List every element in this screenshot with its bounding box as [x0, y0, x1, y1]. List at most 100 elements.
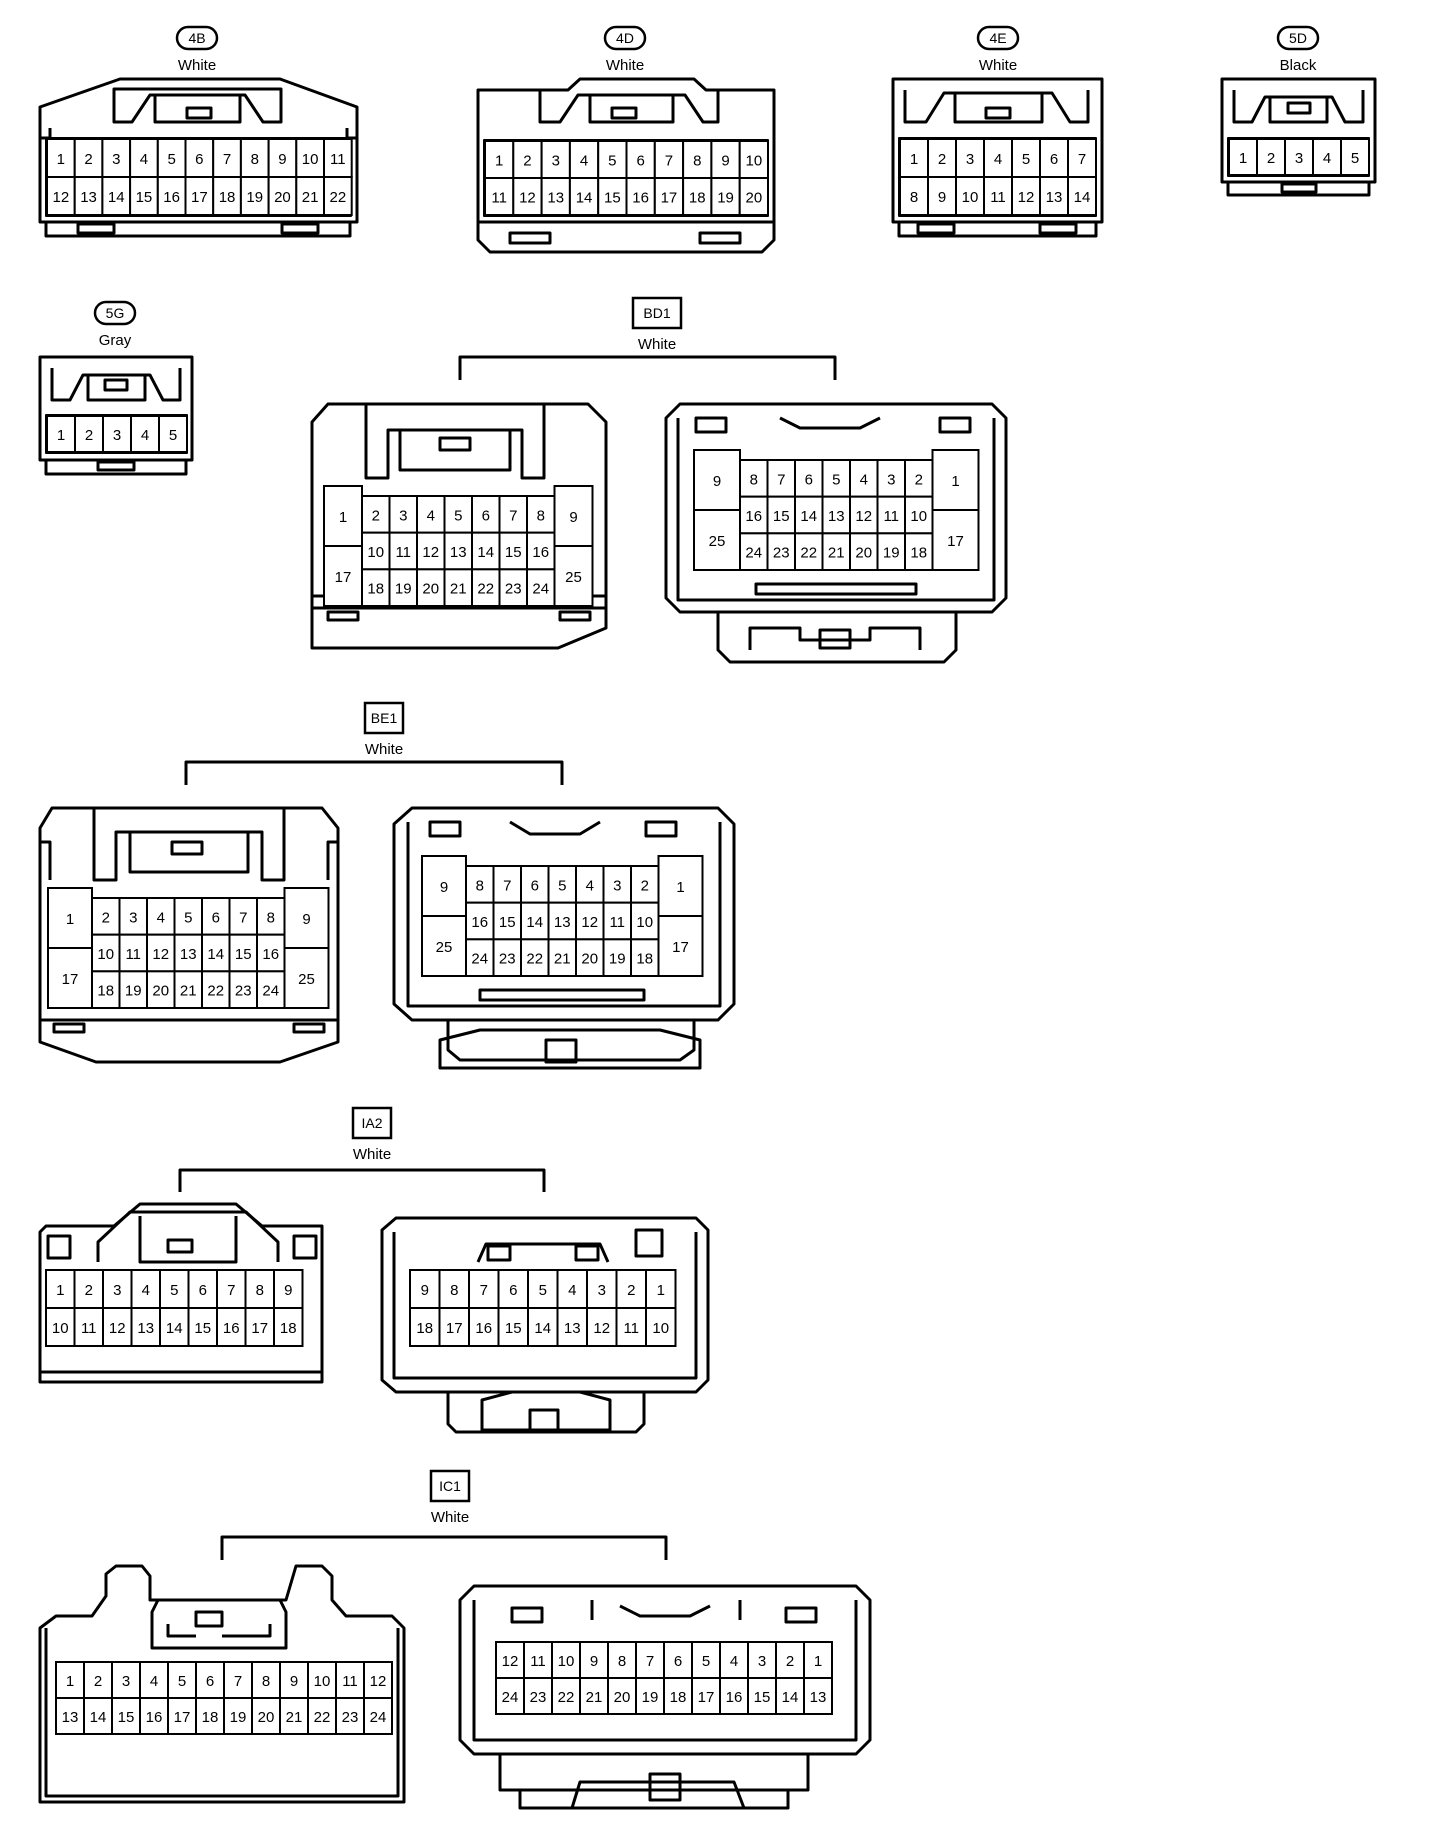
pin-number: 13 [180, 946, 197, 963]
pin-number: 20 [422, 581, 439, 598]
pin-cell: 13 [540, 177, 571, 216]
pin-cell: 13 [821, 495, 851, 535]
pin-number: 5 [832, 471, 840, 488]
pin-number: 14 [526, 914, 543, 931]
pin-number: 23 [505, 581, 522, 598]
pin-number: 11 [530, 1653, 546, 1670]
pin-cell: 6 [663, 1641, 693, 1679]
pin-cell: 15 [498, 531, 528, 571]
pin-number: 18 [416, 1320, 433, 1337]
pin-cell: 11 [73, 1307, 104, 1347]
pin-number: 8 [693, 153, 701, 170]
pin-number: 17 [251, 1320, 268, 1337]
pin-number: 2 [938, 151, 946, 168]
pin-number: 22 [800, 545, 817, 562]
pin-number: 13 [828, 508, 845, 525]
pin-cell: 2 [73, 138, 104, 178]
pin-number: 19 [609, 951, 626, 968]
pin-number: 16 [223, 1320, 240, 1337]
pin-number: 9 [302, 911, 310, 928]
pin-cell: 20 [607, 1677, 637, 1715]
pin-number: 9 [278, 151, 286, 168]
pin-cell: 24 [256, 970, 286, 1009]
pin-number: 1 [66, 1673, 74, 1690]
pin-cell: 3 [111, 1661, 141, 1699]
pin-number: 2 [915, 471, 923, 488]
pin-number: 3 [113, 427, 121, 444]
pin-cell: 16 [719, 1677, 749, 1715]
pin-cell: 3 [602, 865, 632, 904]
pin-cell: 8 [256, 897, 286, 936]
pin-cell: 11 [484, 177, 515, 216]
pin-number: 24 [532, 581, 549, 598]
pin-number: 15 [754, 1689, 771, 1706]
pin-number: 18 [219, 189, 236, 206]
pin-number: 5 [167, 151, 175, 168]
pin-number: 11 [81, 1320, 97, 1337]
pin-number: 1 [910, 151, 918, 168]
pin-number: 1 [339, 509, 347, 526]
pin-cell: 12 [46, 176, 76, 216]
pin-number: 5 [1022, 151, 1030, 168]
pin-number: 4 [157, 909, 165, 926]
pin-cell: 21 [173, 970, 203, 1009]
pin-cell: 16 [465, 901, 495, 941]
pin-cell: 15 [228, 933, 258, 973]
pin-number: 19 [717, 190, 734, 207]
pin-number: 2 [84, 151, 92, 168]
pin-number: 15 [499, 914, 516, 931]
pin-cell: 7 [653, 140, 685, 179]
pin-cell: 25 [283, 947, 330, 1009]
pin-cell: 4 [556, 1269, 588, 1309]
pin-cell: 21 [547, 938, 577, 977]
pin-number: 9 [721, 153, 729, 170]
pin-cell: 21 [821, 532, 851, 571]
pin-number: 15 [773, 508, 790, 525]
pin-number: 20 [258, 1709, 275, 1726]
pin-number: 10 [52, 1320, 69, 1337]
pin-number: 12 [581, 914, 598, 931]
pin-number: 13 [62, 1709, 79, 1726]
pin-cell: 14 [794, 495, 824, 535]
pin-cell: 3 [388, 495, 418, 534]
pin-number: 14 [782, 1689, 799, 1706]
pin-cell: 9 [693, 449, 741, 511]
pin-cell: 15 [747, 1677, 777, 1715]
pin-number: 20 [614, 1689, 631, 1706]
pin-number: 1 [57, 151, 65, 168]
pin-cell: 19 [388, 568, 418, 607]
pin-cell: 16 [739, 495, 769, 535]
pin-number: 7 [646, 1653, 654, 1670]
pin-number: 25 [436, 939, 453, 956]
pin-cell: 7 [498, 495, 528, 534]
pin-cell: 17 [244, 1307, 275, 1347]
pin-number: 4 [142, 1282, 150, 1299]
pin-number: 10 [558, 1653, 575, 1670]
pin-cell: 4 [1312, 138, 1342, 176]
pin-cell: 17 [691, 1677, 721, 1715]
pin-cell: 14 [775, 1677, 805, 1715]
pin-cell: 13 [1039, 176, 1069, 216]
pin-cell: 12 [586, 1307, 618, 1347]
pin-cell: 5 [158, 415, 188, 453]
pin-number: 8 [267, 909, 275, 926]
pin-cell: 16 [256, 933, 286, 973]
pin-number: 20 [855, 545, 872, 562]
pin-number: 22 [558, 1689, 575, 1706]
pin-cell: 22 [323, 176, 353, 216]
pin-cell: 8 [438, 1269, 470, 1309]
pin-cell: 11 [876, 495, 906, 535]
pin-cell: 6 [1039, 138, 1069, 178]
pin-cell: 4 [983, 138, 1013, 178]
pin-cell: 15 [597, 177, 628, 216]
pin-number: 19 [883, 545, 900, 562]
pin-cell: 13 [130, 1307, 161, 1347]
pin-number: 1 [57, 427, 65, 444]
pin-cell: 15 [129, 176, 159, 216]
pin-cell: 2 [630, 865, 660, 904]
pin-cell: 5 [167, 1661, 197, 1699]
pin-number: 7 [480, 1282, 488, 1299]
pin-cell: 10 [955, 176, 985, 216]
pin-cell: 1 [803, 1641, 833, 1679]
